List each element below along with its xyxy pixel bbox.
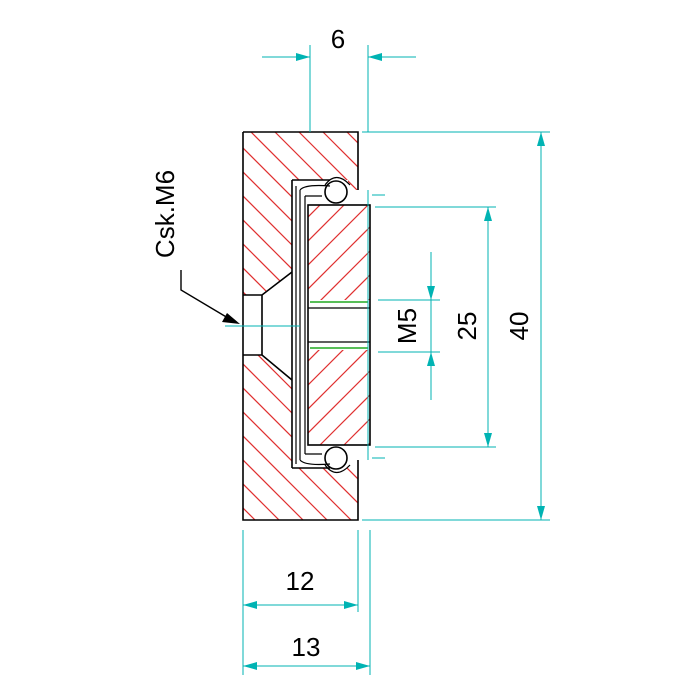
callout-countersink: Csk.M6 bbox=[150, 170, 180, 258]
hatch-line bbox=[367, 205, 370, 445]
dimension-arrow bbox=[484, 207, 492, 221]
hatch-line bbox=[308, 205, 370, 445]
hatch-line bbox=[298, 132, 358, 520]
hatch-line bbox=[563, 132, 700, 532]
hatch-line bbox=[243, 132, 358, 520]
hatch-line bbox=[243, 132, 358, 520]
hatch-line bbox=[308, 205, 370, 445]
hatch-line bbox=[308, 205, 370, 445]
hatch-line bbox=[632, 145, 700, 445]
dim-text-height-overall: 40 bbox=[504, 312, 534, 341]
hatch-line bbox=[635, 132, 700, 532]
dimension-arrow bbox=[427, 352, 435, 366]
hatch-line bbox=[243, 132, 358, 520]
hatch-line bbox=[512, 145, 700, 445]
dimension-arrow bbox=[537, 132, 545, 146]
countersink-outline bbox=[243, 271, 293, 381]
hatch-line bbox=[395, 132, 700, 532]
hatch-line bbox=[683, 132, 700, 532]
hatch-line bbox=[584, 145, 700, 445]
inner-plate bbox=[307, 204, 371, 446]
roller-top bbox=[324, 180, 348, 204]
hatch-line bbox=[319, 205, 370, 445]
hatch-line bbox=[587, 132, 700, 532]
dim-text-thread: M5 bbox=[392, 308, 422, 344]
hatch-line bbox=[243, 132, 316, 520]
hatch-line bbox=[243, 132, 340, 520]
section-hatch-inner bbox=[308, 145, 700, 445]
spring-clip bbox=[295, 184, 331, 466]
hatch-line bbox=[611, 132, 700, 532]
dim-text-top-width: 6 bbox=[331, 24, 345, 54]
hatch-line bbox=[308, 205, 370, 445]
hatch-line bbox=[243, 132, 358, 520]
dimension-arrow bbox=[243, 662, 257, 670]
hatch-line bbox=[243, 132, 268, 520]
dim-text-bottom-outer: 13 bbox=[292, 632, 321, 662]
countersink-leader-arrow bbox=[222, 313, 240, 324]
section-hatch-outer bbox=[243, 132, 700, 532]
hatch-line bbox=[308, 205, 370, 445]
hatch-line bbox=[488, 145, 700, 445]
hatch-line bbox=[515, 132, 700, 532]
countersink-leader bbox=[180, 270, 229, 319]
dimension-arrow bbox=[484, 433, 492, 447]
hatch-line bbox=[608, 145, 700, 445]
hatch-line bbox=[343, 205, 370, 445]
hatch-line bbox=[464, 145, 700, 445]
roller-bottom-seat bbox=[324, 464, 351, 474]
hatch-line bbox=[440, 145, 700, 445]
spring-clip-inner bbox=[304, 195, 322, 455]
hatch-line bbox=[243, 132, 358, 520]
roller-top-seat bbox=[324, 176, 351, 186]
dim-text-bottom-inner: 12 bbox=[286, 566, 315, 596]
hatch-line bbox=[467, 132, 700, 532]
hatch-line bbox=[656, 145, 700, 445]
hatch-line bbox=[250, 132, 358, 520]
hatch-line bbox=[392, 145, 692, 445]
hatch-line bbox=[308, 205, 370, 445]
dimension-arrow bbox=[356, 662, 370, 670]
hatch-line bbox=[536, 145, 700, 445]
hatch-line bbox=[680, 145, 700, 445]
hatch-line bbox=[308, 205, 370, 445]
hatch-line bbox=[243, 132, 292, 520]
dimension-arrow bbox=[427, 286, 435, 300]
dimension-lines bbox=[225, 45, 550, 675]
hatch-line bbox=[416, 145, 700, 445]
hatch-line bbox=[243, 132, 358, 520]
hatch-line bbox=[560, 145, 700, 445]
hatch-line bbox=[539, 132, 700, 532]
dim-text-height-inner: 25 bbox=[452, 312, 482, 341]
hatch-line bbox=[308, 205, 370, 445]
dimension-arrow bbox=[344, 601, 358, 609]
hatch-line bbox=[243, 132, 358, 520]
hatch-line bbox=[308, 205, 357, 445]
dimension-arrow bbox=[296, 53, 310, 61]
roller-bottom bbox=[324, 446, 348, 470]
dimension-arrow bbox=[243, 601, 257, 609]
hatch-line bbox=[659, 132, 700, 532]
cavity-outline bbox=[291, 179, 330, 469]
hatch-line bbox=[243, 132, 244, 520]
dimension-arrow bbox=[368, 53, 382, 61]
hatch-line bbox=[308, 205, 333, 445]
hatch-line bbox=[243, 132, 358, 520]
dimension-arrow bbox=[537, 506, 545, 520]
